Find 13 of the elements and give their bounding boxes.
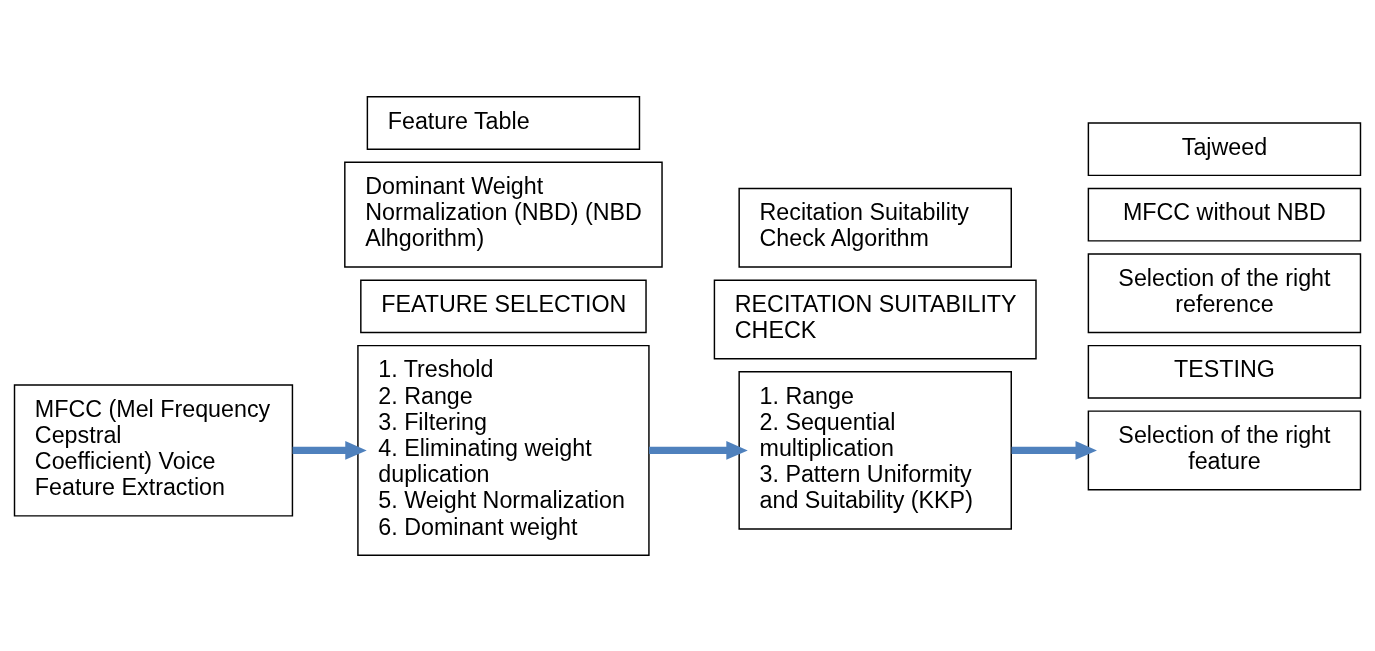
- node-box: MFCC without NBD: [1087, 187, 1362, 242]
- node-box: FEATURE SELECTION: [360, 278, 647, 333]
- node-box: Dominant Weight Normalization (NBD) (NBD Alhgorithm): [344, 161, 663, 268]
- node-box: Feature Table: [366, 95, 641, 150]
- node-box: TESTING: [1087, 344, 1362, 399]
- node-box: RECITATION SUITABILITY CHECK: [713, 278, 1037, 359]
- node-box: Tajweed: [1087, 121, 1362, 176]
- node-box: Recitation Suitability Check Algorithm: [738, 187, 1012, 268]
- node-box: 1. Range 2. Sequential multiplication 3. Pattern Uniformity and Suitability (KKP): [738, 370, 1012, 530]
- node-box: Selection of the right feature: [1087, 409, 1362, 490]
- node-box: Selection of the right reference: [1087, 252, 1362, 333]
- node-box: 1. Treshold 2. Range 3. Filtering 4. Eliminating weight duplication 5. Weight Normalization 6. Dominant weight: [357, 344, 650, 556]
- node-box: MFCC (Mel Frequency Cepstral Coefficient) Voice Feature Extraction: [13, 383, 294, 517]
